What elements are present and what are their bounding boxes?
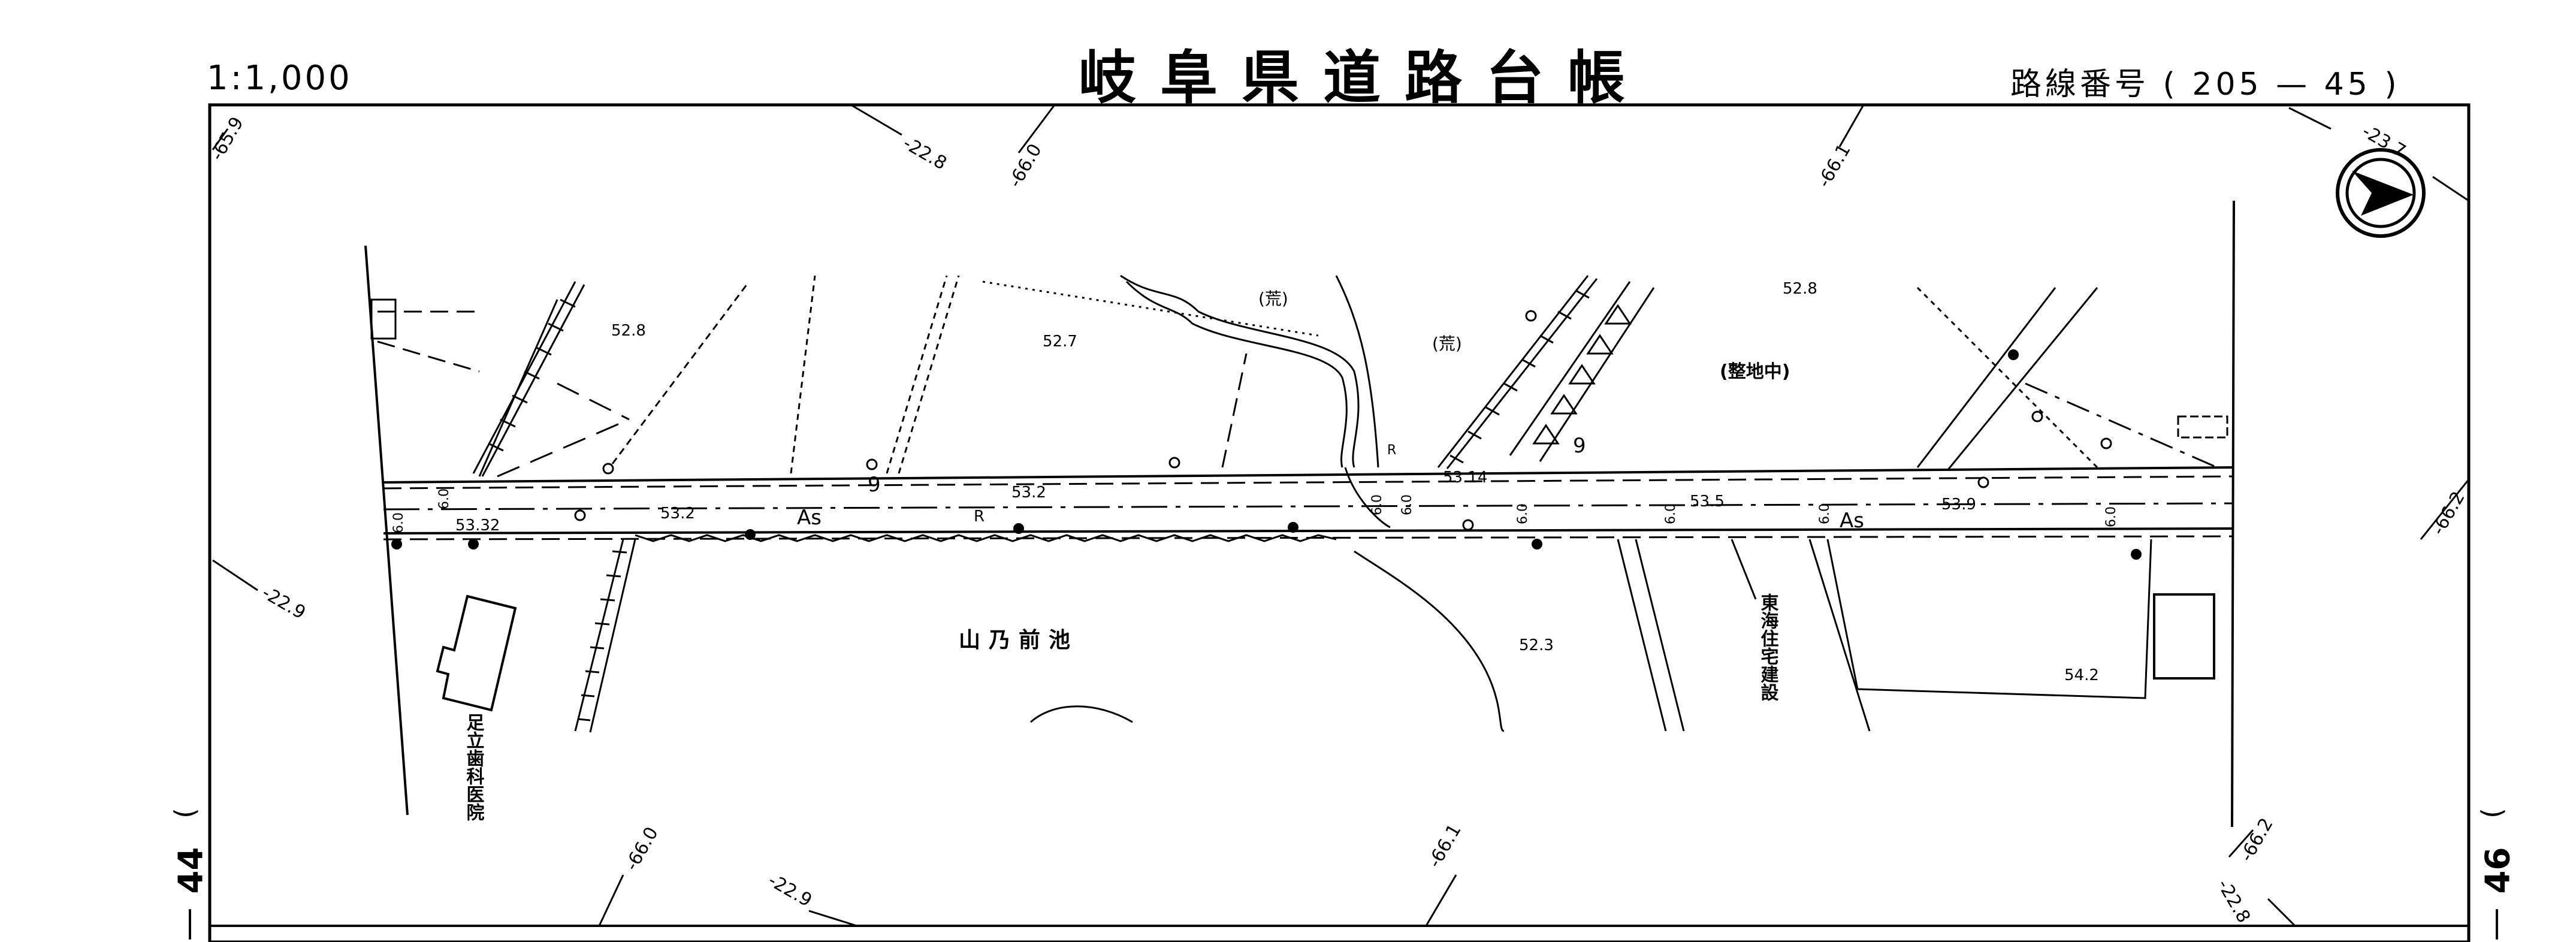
elevation-label: 53.2 — [660, 505, 695, 523]
sheet-number-right: ) 46 — — [2469, 797, 2523, 941]
grid-coordinate: -66.2 — [2236, 814, 2278, 865]
grading-label: (整地中) — [1720, 361, 1790, 382]
construction-area — [1617, 539, 2152, 732]
width-label: 6.0 — [437, 488, 452, 509]
wasteland-label-2: (荒) — [1432, 334, 1462, 354]
width-label: 6.0 — [1515, 503, 1530, 524]
grid-coordinate: -66.1 — [1424, 820, 1466, 871]
grid-coordinate: -66.1 — [1814, 140, 1855, 191]
page-title: 岐阜県道路台帳 — [1079, 44, 1649, 111]
elevation-label: 52.7 — [1043, 333, 1077, 351]
width-label: 6.0 — [391, 512, 406, 533]
north-hatch-slope-3 — [1509, 281, 1655, 462]
left-hatch-slope — [574, 539, 636, 733]
north-arrow-icon — [2336, 148, 2426, 238]
clinic-label: 足立歯科医院 — [463, 713, 485, 821]
pavement-label-2: As — [1840, 509, 1864, 533]
grid-coordinate: -66.0 — [621, 823, 663, 874]
wasteland-label-1: (荒) — [1258, 289, 1288, 309]
building-corner — [370, 298, 397, 340]
right-edge-line — [2231, 200, 2235, 828]
elevation-label: 53.14 — [1443, 469, 1487, 487]
route-number: 路線番号 ( 205 — 45 ) — [2010, 59, 2400, 104]
elevation-label: 54.2 — [2064, 666, 2099, 684]
grid-coordinate: -23.7 — [2358, 121, 2409, 162]
pond-label: 山乃前池 — [959, 628, 1079, 653]
width-label: 6.0 — [1663, 503, 1678, 524]
grid-coordinate: -65.9 — [207, 113, 248, 164]
scale-label: 1:1,000 — [207, 59, 352, 98]
open-markers — [574, 310, 2112, 531]
grid-coordinate: -22.8 — [2213, 876, 2254, 927]
north-hatch-slope-1 — [472, 281, 585, 477]
grid-coordinate: -66.0 — [1005, 140, 1046, 191]
elevation-label: 53.5 — [1690, 493, 1725, 511]
sheet-right-dash: — — [2479, 907, 2518, 941]
clinic-building — [436, 594, 517, 712]
sheet-number-left: ) 44 — — [162, 797, 216, 941]
utility-poles — [391, 349, 2142, 560]
sheet-left-dash: — — [172, 907, 212, 941]
building-right — [2153, 593, 2215, 680]
grid-ticks — [212, 104, 2470, 927]
north-hatch-slope-2 — [1437, 275, 1598, 469]
width-label: 6.0 — [1400, 494, 1415, 515]
elevation-label: 52.3 — [1519, 636, 1554, 654]
nine-label-2: 9 — [1573, 434, 1586, 458]
width-label: 6.0 — [1370, 494, 1385, 515]
pond-arc — [1030, 705, 1133, 723]
grid-coordinate: -22.9 — [765, 870, 816, 911]
sheet-right-bracket: ) — [2477, 808, 2509, 819]
creek — [1120, 274, 1505, 732]
route-value: ( 205 — 45 ) — [2163, 67, 2400, 102]
map-frame — [208, 103, 2471, 942]
elevation-label: 53.2 — [1011, 484, 1046, 502]
grid-coordinate: -22.9 — [258, 582, 309, 624]
r-label-1: R — [974, 508, 985, 526]
route-label: 路線番号 — [2010, 67, 2150, 102]
elevation-label: 53.9 — [1941, 496, 1976, 514]
pavement-label-1: As — [797, 506, 822, 530]
sheet-right-number: 46 — [2478, 847, 2518, 894]
grid-coordinate: -66.2 — [2428, 488, 2469, 539]
r-label-2: R — [1387, 443, 1396, 458]
construction-label: 東海住宅建設 — [1757, 593, 1779, 701]
elevation-label: 52.8 — [1783, 280, 1817, 298]
width-label: 6.0 — [1817, 503, 1832, 524]
grid-coordinate: -22.8 — [899, 133, 950, 174]
left-edge-line — [364, 245, 409, 816]
sheet-left-number: 44 — [171, 847, 211, 894]
elevation-label: 53.32 — [455, 517, 500, 535]
sheet-left-bracket: ) — [170, 808, 203, 819]
width-label: 6.0 — [2104, 506, 2119, 527]
building-small — [2177, 415, 2228, 439]
elevation-label: 52.8 — [611, 322, 646, 340]
nine-label-1: 9 — [868, 473, 881, 497]
parcel-lines — [377, 275, 2218, 478]
